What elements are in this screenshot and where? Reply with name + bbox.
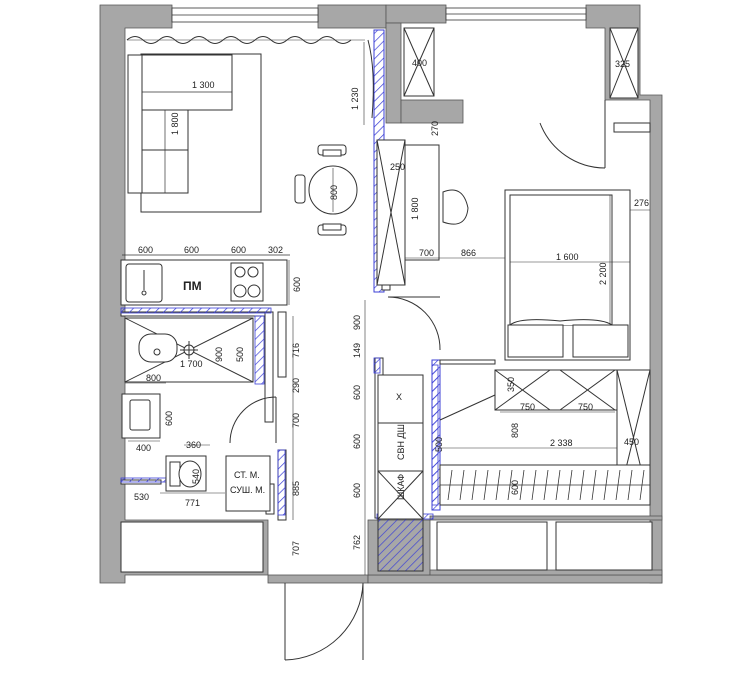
wall-762: 762 xyxy=(352,535,362,550)
toilet xyxy=(165,455,207,492)
bed-side: 276 xyxy=(634,198,649,208)
dishwasher-label: ПМ xyxy=(183,279,202,293)
basin-width: 400 xyxy=(136,443,151,453)
toilet-depth: 540 xyxy=(191,469,201,484)
cab-mark-2: СВН ДШ xyxy=(396,424,406,460)
sofa-width: 1 300 xyxy=(192,80,215,90)
table-size: 800 xyxy=(329,185,339,200)
wall-716: 716 xyxy=(291,343,301,358)
door-900: 900 xyxy=(352,315,362,330)
wardrobe-750a: 750 xyxy=(520,402,535,412)
wall-700: 700 xyxy=(291,413,301,428)
sofa-depth: 1 800 xyxy=(170,112,180,135)
module-width-4: 302 xyxy=(268,245,283,255)
dining-table xyxy=(294,144,358,236)
wall-to-table: 1 230 xyxy=(350,87,360,110)
balcony-opening: 270 xyxy=(430,121,440,136)
desk-to-bed-2: 866 xyxy=(461,248,476,258)
door-swings xyxy=(229,39,606,661)
washer-label: СТ. М. xyxy=(234,470,260,480)
cabinet-600a: 600 xyxy=(352,385,362,400)
kitchen-module-dims: 600 600 600 302 xyxy=(138,245,283,255)
bed xyxy=(504,189,631,361)
sink-width: 800 xyxy=(146,373,161,383)
wall-707: 707 xyxy=(291,541,301,556)
desk-height: 1 800 xyxy=(410,197,420,220)
balcony-right-depth: 325 xyxy=(615,59,630,69)
wardrobe-600: 600 xyxy=(510,480,520,495)
wardrobe-750b: 750 xyxy=(578,402,593,412)
toilet-gap: 360 xyxy=(186,440,201,450)
dryer-label: СУШ. М. xyxy=(230,485,265,495)
tray-width: 1 700 xyxy=(180,359,203,369)
door-149: 149 xyxy=(352,343,362,358)
sink-icon xyxy=(141,270,147,296)
balcony-left-depth: 400 xyxy=(412,58,427,68)
wall-290: 290 xyxy=(291,378,301,393)
counter-depth: 600 xyxy=(292,277,302,292)
kitchen-counter xyxy=(120,259,288,306)
toilet-width: 771 xyxy=(185,498,200,508)
wardrobe-2338: 2 338 xyxy=(550,438,573,448)
module-width-3: 600 xyxy=(231,245,246,255)
window-living xyxy=(171,7,319,23)
bottom-frames xyxy=(120,521,653,573)
basin-depth: 600 xyxy=(164,411,174,426)
balcony-cabinets xyxy=(403,27,651,133)
bed-width: 1 600 xyxy=(556,252,579,262)
desk-depth: 250 xyxy=(390,162,405,172)
bed-length: 2 200 xyxy=(598,262,608,285)
shower-niche: 500 xyxy=(235,347,245,362)
cab-mark-3: ШКАФ xyxy=(396,474,406,500)
wardrobe-350: 350 xyxy=(506,377,516,392)
wardrobe-hangers xyxy=(440,469,650,501)
hall-cabinets xyxy=(377,374,424,572)
wall-885: 885 xyxy=(291,481,301,496)
cabinet-600c: 600 xyxy=(352,483,362,498)
shower xyxy=(124,317,254,383)
wardrobe-500: 500 xyxy=(434,437,444,452)
sofa xyxy=(127,53,262,213)
desk-to-bed-1: 700 xyxy=(419,248,434,258)
window-bedroom xyxy=(445,7,587,21)
wardrobe-450: 450 xyxy=(624,437,639,447)
module-width-1: 600 xyxy=(138,245,153,255)
washer-dryer xyxy=(225,455,271,512)
washbasin xyxy=(121,393,161,439)
cab-mark-1: Х xyxy=(396,392,402,402)
desk-cabinet xyxy=(376,139,469,286)
wardrobe-808: 808 xyxy=(510,423,520,438)
module-width-2: 600 xyxy=(184,245,199,255)
entry-width: 530 xyxy=(134,492,149,502)
shower-depth: 900 xyxy=(214,347,224,362)
cabinet-600b: 600 xyxy=(352,434,362,449)
